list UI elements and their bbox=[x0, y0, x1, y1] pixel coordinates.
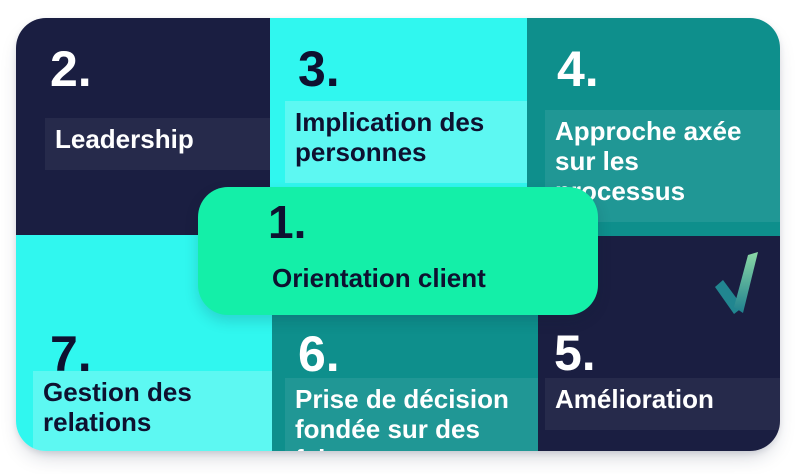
principles-grid-card: 2. Leadership 3. Implication des personn… bbox=[16, 18, 780, 451]
cell-2-label: Leadership bbox=[55, 124, 194, 154]
checkmark-long-arm bbox=[734, 252, 758, 313]
cell-2-number: 2. bbox=[50, 41, 92, 97]
cell-3-number: 3. bbox=[298, 41, 340, 97]
cell-7-number: 7. bbox=[50, 326, 92, 382]
pill-number: 1. bbox=[268, 196, 307, 248]
cell-7-label: Gestion des relations bbox=[43, 377, 192, 437]
cell-7-label-band: Gestion des relations bbox=[33, 371, 272, 451]
cell-3-label-band: Implication des personnes bbox=[285, 101, 527, 183]
cell-6-number: 6. bbox=[298, 326, 340, 382]
cell-4-number: 4. bbox=[557, 41, 599, 97]
cell-5-label-band: Amélioration bbox=[545, 378, 780, 430]
cell-2-leadership: 2. Leadership bbox=[16, 18, 270, 235]
cell-6-label: Prise de décision fondée sur des faits bbox=[295, 384, 509, 451]
cell-2-label-band: Leadership bbox=[45, 118, 270, 170]
cell-5-number: 5. bbox=[554, 325, 596, 381]
cell-5-amelioration: 5. Amélioration bbox=[538, 236, 780, 451]
cell-3-label: Implication des personnes bbox=[295, 107, 485, 167]
cell-4-label: Approche axée sur les processus bbox=[555, 116, 742, 206]
cell-5-label: Amélioration bbox=[555, 384, 714, 414]
center-pill-orientation-client: 1. Orientation client bbox=[198, 187, 598, 315]
checkmark-icon bbox=[715, 252, 758, 314]
pill-label: Orientation client bbox=[272, 263, 486, 293]
cell-6-label-band: Prise de décision fondée sur des faits bbox=[285, 378, 538, 451]
